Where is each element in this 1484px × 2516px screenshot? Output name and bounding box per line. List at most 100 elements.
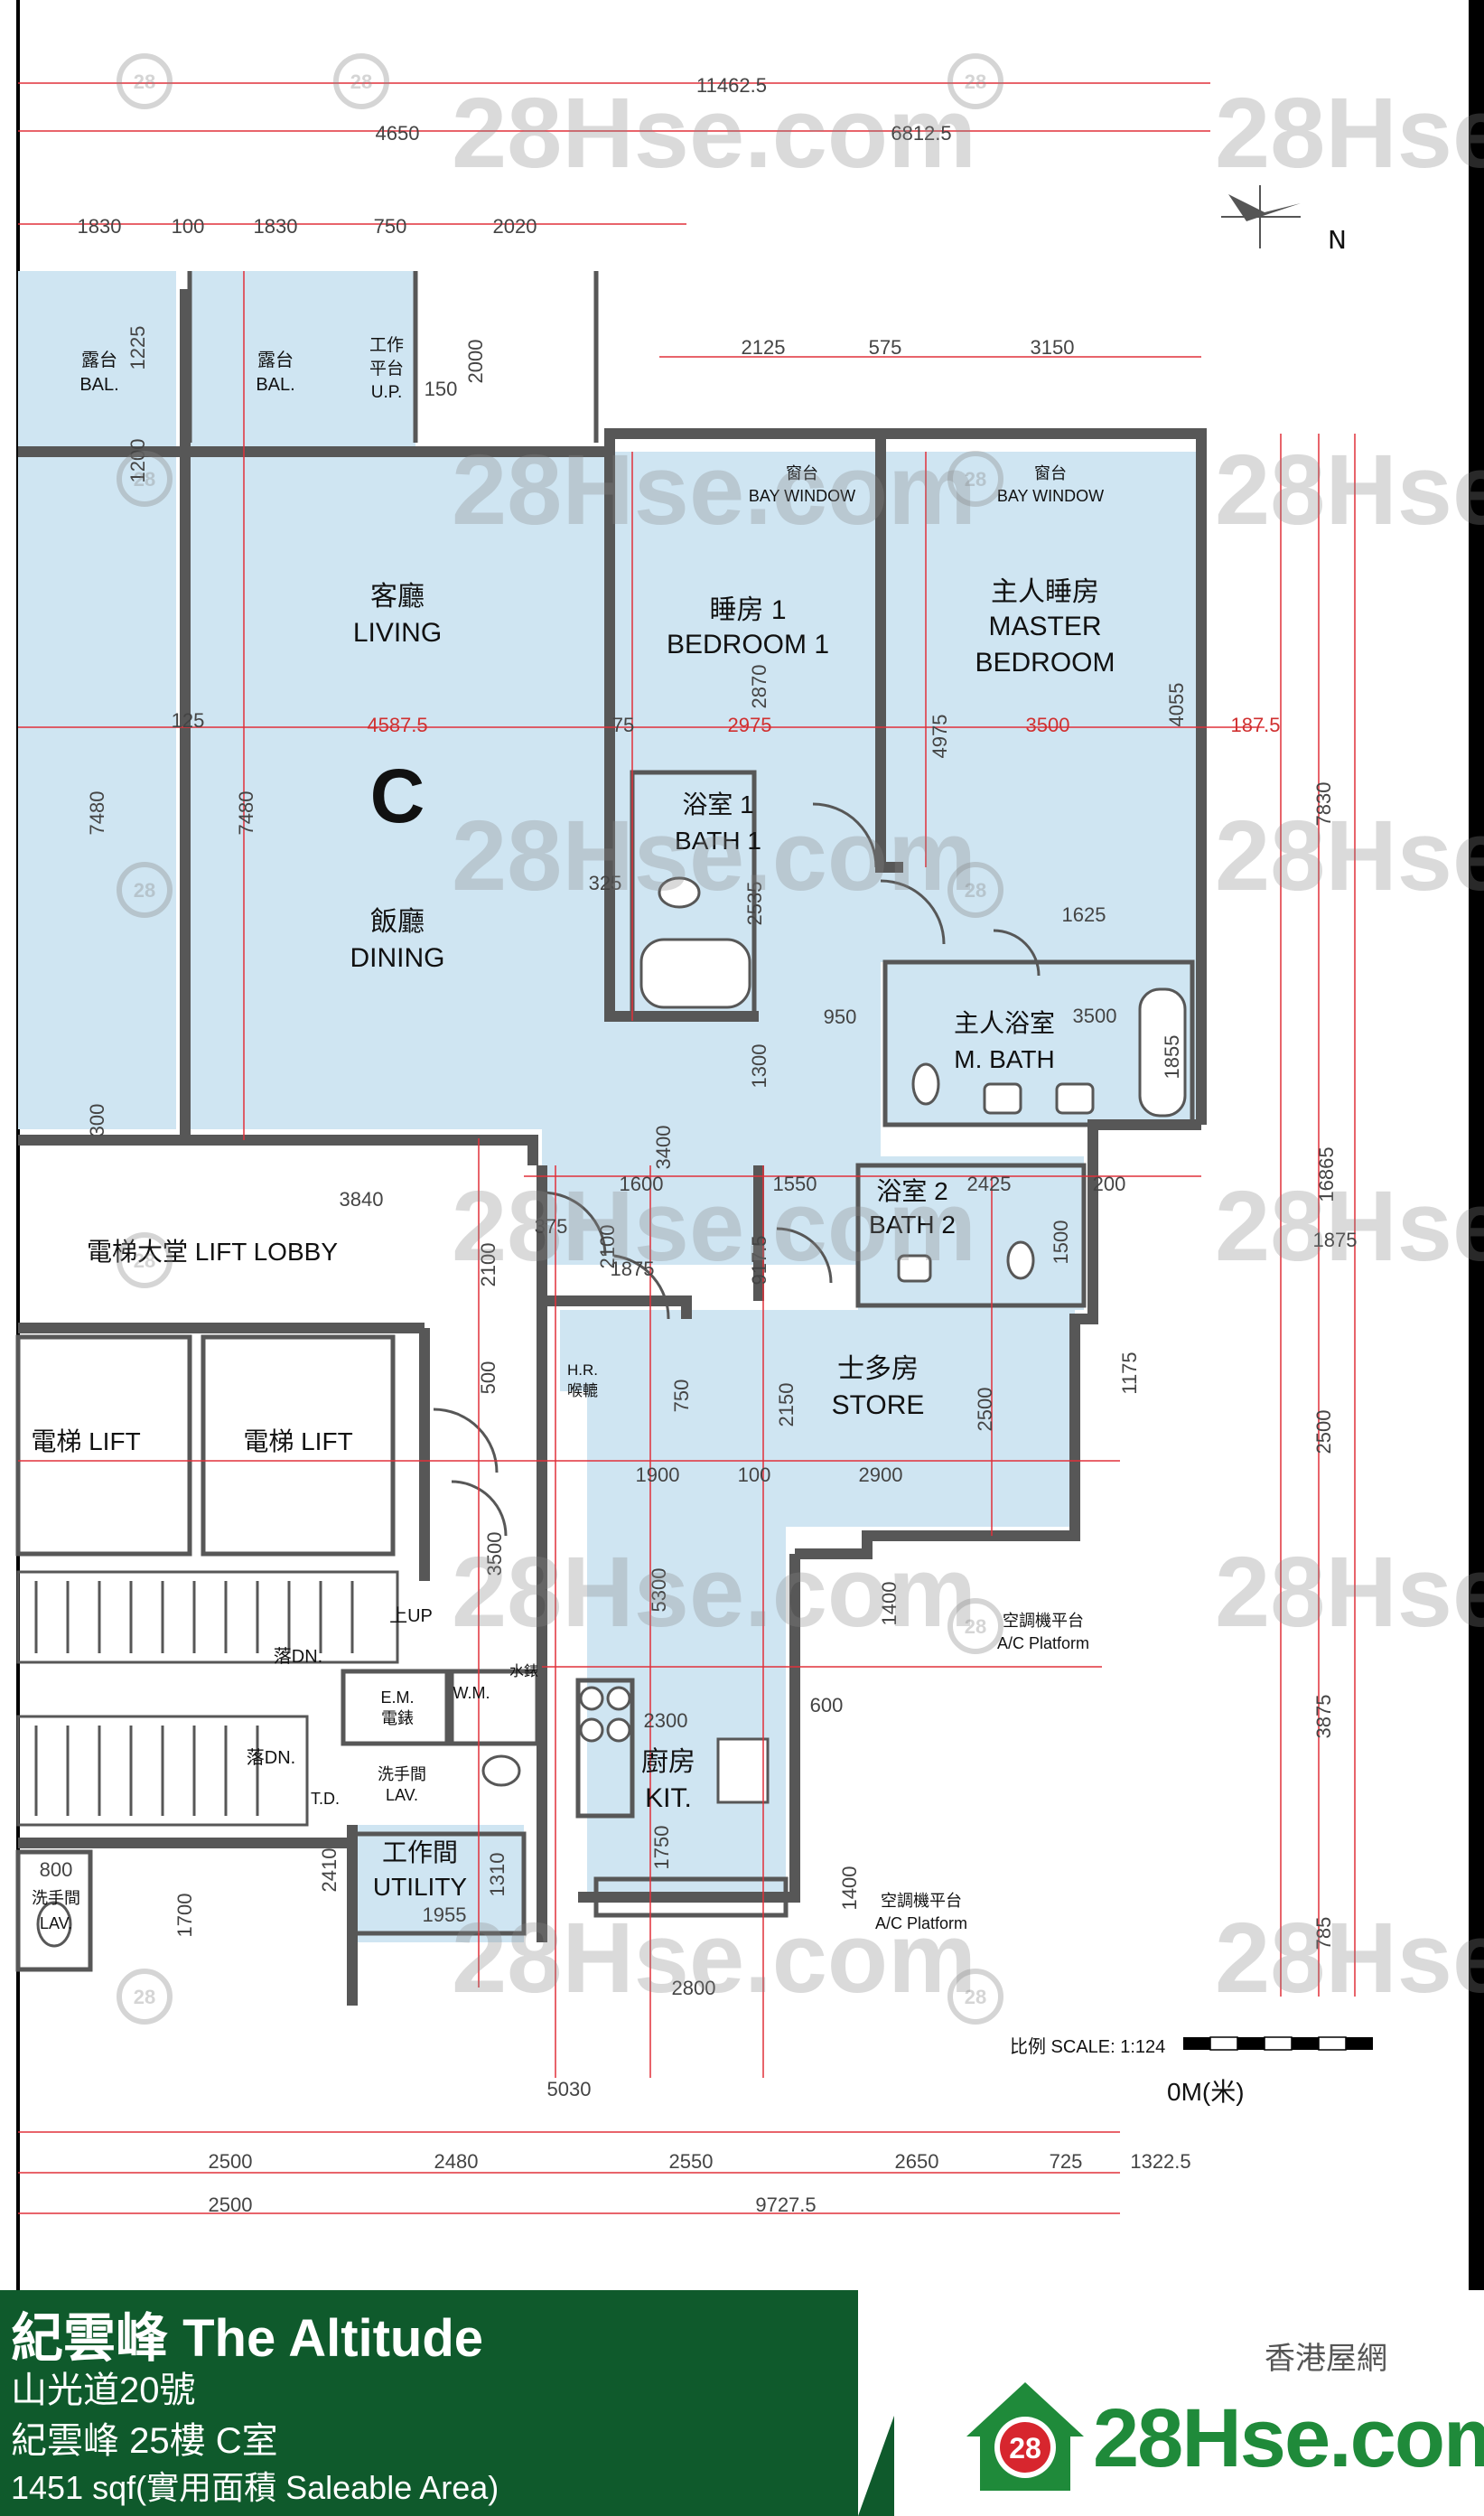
dim-bottom-5: 725 <box>1050 2150 1083 2173</box>
dim-4975: 4975 <box>929 715 951 759</box>
saleable-area: 1451 sqf(實用面積 Saleable Area) <box>11 2469 499 2506</box>
dim-b1-width: 950 <box>824 1005 857 1028</box>
watermark-badge-1: 28 <box>134 70 155 93</box>
hr-label-cn: 喉轆 <box>567 1382 598 1399</box>
estate-address: 山光道20號 <box>11 2371 196 2410</box>
dim-bath2-width: 2425 <box>967 1173 1012 1195</box>
lav2-label-cn: 洗手間 <box>32 1889 80 1907</box>
room-fills <box>18 271 1201 1942</box>
watermark-badge-6: 28 <box>134 879 155 902</box>
em-label-en: E.M. <box>380 1688 414 1707</box>
utility-platform-cn2: 平台 <box>369 359 404 379</box>
dim-4055: 4055 <box>1165 683 1188 727</box>
dim-500: 500 <box>477 1361 499 1395</box>
watermarks: 28Hse.com 28Hse.com 28Hse.com 28Hse.com … <box>452 78 1484 2014</box>
dim-bottom-total: 9727.5 <box>755 2193 816 2216</box>
living-label-cn: 客廳 <box>370 582 425 612</box>
balcony2-label-cn: 露台 <box>257 350 294 370</box>
dim-1955: 1955 <box>423 1903 467 1926</box>
mbath-label-cn: 主人浴室 <box>954 1009 1055 1037</box>
td-label: T.D. <box>311 1790 340 1808</box>
master-label-en1: MASTER <box>988 612 1101 641</box>
dim-1700: 1700 <box>173 1894 196 1938</box>
bay-window-1-cn: 窗台 <box>786 464 818 482</box>
fixtures <box>36 876 1187 1948</box>
master-label-cn: 主人睡房 <box>991 577 1099 607</box>
dim-bottom-left: 2500 <box>209 2193 253 2216</box>
dim-300: 300 <box>86 1104 108 1137</box>
dim-bed-3: 3150 <box>1031 336 1075 359</box>
bedroom1-label-cn: 睡房 1 <box>709 595 786 625</box>
thin-walls <box>15 271 1195 1972</box>
unit-description: 紀雲峰 25樓 C室 <box>11 2421 278 2461</box>
store-label-cn: 士多房 <box>837 1354 919 1384</box>
scale-bar: 比例 SCALE: 1:124 0M(米) <box>1010 2036 1373 2106</box>
watermark-site-12: 28Hse.com <box>1215 1903 1484 2014</box>
bay-window-2-cn: 窗台 <box>1034 464 1067 482</box>
brand-site-name: 28Hse.com <box>1093 2392 1484 2484</box>
stair-down-label-2: 落DN. <box>247 1747 295 1768</box>
dim-917: 917.5 <box>748 1235 770 1285</box>
dim-top-total: 11462.5 <box>696 74 767 97</box>
dim-living-height-2: 7480 <box>235 791 257 836</box>
dim-2150: 2150 <box>775 1383 798 1427</box>
dim-master-width: 3500 <box>1026 714 1070 736</box>
bay-window-1-en: BAY WINDOW <box>749 487 855 505</box>
lav-label-en: LAV. <box>386 1786 418 1804</box>
estate-title: 紀雲峰 The Altitude <box>11 2309 484 2368</box>
dim-kit-width: 2300 <box>644 1709 688 1732</box>
watermark-badge-8: 28 <box>134 1249 155 1272</box>
dim-375: 375 <box>535 1215 568 1238</box>
dim-1400-a: 1400 <box>878 1582 901 1626</box>
dim-1600: 1600 <box>620 1173 664 1195</box>
ac-platform-1-en: A/C Platform <box>997 1634 1089 1652</box>
master-label-en2: BEDROOM <box>975 648 1115 678</box>
walls <box>18 289 1207 2006</box>
dim-living-width: 4587.5 <box>367 714 427 736</box>
ac-platform-2-cn: 空調機平台 <box>881 1892 962 1910</box>
dim-2100-b: 2100 <box>596 1225 619 1269</box>
dim-200: 200 <box>1093 1173 1126 1195</box>
watermark-site-9: 28Hse.com <box>452 1537 976 1648</box>
footer-tab-cut <box>858 2290 939 2516</box>
lav-label-cn: 洗手間 <box>378 1765 426 1783</box>
dim-100: 100 <box>738 1464 771 1486</box>
dim-top-a: 4650 <box>376 122 420 145</box>
logo-badge-text: 28 <box>1009 2432 1041 2465</box>
scale-zero-label: 0M(米) <box>1167 2078 1245 2106</box>
watermark-badge-11: 28 <box>965 1986 986 2008</box>
dimension-lines <box>18 82 1356 2214</box>
dim-right-b: 1875 <box>1313 1229 1358 1251</box>
dim-store-w1: 1900 <box>636 1464 680 1486</box>
dim-125: 125 <box>172 709 205 732</box>
dim-750: 750 <box>670 1380 693 1413</box>
watermark-badge-10: 28 <box>134 1986 155 2008</box>
watermark-site-10: 28Hse.com <box>1215 1537 1484 1648</box>
dim-bed-side: 187.5 <box>1230 714 1280 736</box>
ac-platform-2-en: A/C Platform <box>875 1914 967 1932</box>
stair-down-label-1: 落DN. <box>274 1646 322 1667</box>
dim-2500: 2500 <box>974 1388 996 1432</box>
dim-75: 75 <box>612 714 634 736</box>
bath2-label-en: BATH 2 <box>869 1211 956 1239</box>
dim-row2-3: 1830 <box>254 215 298 238</box>
dim-2100-a: 2100 <box>477 1243 499 1287</box>
dim-row2-1: 1830 <box>78 215 122 238</box>
dim-1750: 1750 <box>650 1826 673 1870</box>
dim-mbath-height: 1855 <box>1161 1035 1183 1080</box>
dim-row2-4: 750 <box>374 215 407 238</box>
mbath-label-en: M. BATH <box>954 1045 1054 1073</box>
dim-row2-5: 2020 <box>493 215 537 238</box>
footer: 紀雲峰 The Altitude 山光道20號 紀雲峰 25樓 C室 1451 … <box>0 2290 1484 2516</box>
utility-label-en: UTILITY <box>373 1873 468 1901</box>
balcony1-label-cn: 露台 <box>81 350 117 370</box>
dim-lobby-width: 3840 <box>340 1188 384 1211</box>
dim-1400-b: 1400 <box>838 1866 861 1911</box>
watermark-site-2: 28Hse.com <box>1215 78 1484 189</box>
house-logo-icon: 28 <box>966 2382 1084 2491</box>
floor-plan: C N 客廳 LIVING 飯廳 DINING 睡房 1 BEDROOM 1 主… <box>15 0 1484 2290</box>
dim-3400: 3400 <box>652 1126 675 1170</box>
lav2-label-en: LAV. <box>40 1914 72 1932</box>
scale-label: 比例 SCALE: 1:124 <box>1010 2036 1165 2057</box>
lift-label-1: 電梯 LIFT <box>31 1427 140 1455</box>
